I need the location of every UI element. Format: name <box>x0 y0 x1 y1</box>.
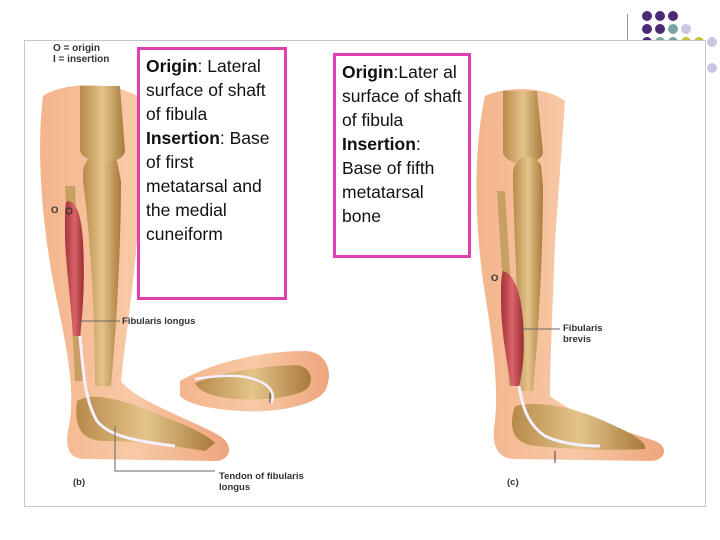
label-fibularis-longus: Fibularis longus <box>122 316 196 327</box>
leader-tendon <box>114 426 215 472</box>
box-left-origin-text: : Lateral surface of shaft of fibula <box>146 56 266 124</box>
dot-row-2 <box>642 24 691 34</box>
leg-b <box>40 85 230 462</box>
box-left-insertion-title: Insertion <box>146 128 220 148</box>
foot-sole-tendon <box>194 374 275 404</box>
legend-insertion: I = insertion <box>53 54 110 65</box>
fibularis-brevis-muscle <box>501 271 524 386</box>
leg-illustrations <box>40 85 665 472</box>
legend-origin: O = origin <box>53 43 100 54</box>
anatomy-figure: O = origin I = insertion Origin: Lateral… <box>24 40 706 507</box>
box-right-origin-title: Origin <box>342 62 394 82</box>
label-fibularis-brevis: Fibularis brevis <box>563 323 603 345</box>
fibularis-longus-tendon <box>78 335 176 448</box>
panel-label-c: (c) <box>507 477 519 488</box>
foot-sole-bones <box>195 365 311 400</box>
panel-label-b: (b) <box>73 477 86 488</box>
fibularis-brevis-tendon <box>517 385 601 448</box>
leg-b-tibia <box>83 153 121 386</box>
info-box-fibularis-brevis: Origin:Later al surface of shaft of fibu… <box>333 53 471 258</box>
box-left-origin-title: Origin <box>146 56 198 76</box>
origin-marker-circle-b <box>65 207 73 215</box>
label-tendon-fibularis-longus: Tendon of fibularis longus <box>219 471 304 493</box>
leg-c-femur <box>503 91 543 164</box>
box-right-insertion-title: Insertion <box>342 134 416 154</box>
dot-row-1 <box>642 11 678 21</box>
fibularis-longus-muscle <box>65 201 84 336</box>
box-left-insertion-text: : Base of first metatarsal and the media… <box>146 128 270 244</box>
info-box-fibularis-longus: Origin: Lateral surface of shaft of fibu… <box>137 47 287 300</box>
leg-c <box>476 89 665 462</box>
leg-b-femur <box>80 86 125 163</box>
leg-b-foot-bones <box>76 396 215 451</box>
leg-c-foot-bones <box>511 403 646 450</box>
origin-marker-c: O <box>491 273 499 284</box>
legend: O = origin I = insertion <box>53 43 109 65</box>
box-right-origin-text: :Later al surface of shaft of fibula <box>342 62 462 130</box>
origin-marker-b: O <box>51 205 59 216</box>
box-right-insertion-text: : Base of fifth metatarsal bone <box>342 134 435 226</box>
foot-sole-view <box>180 351 329 412</box>
